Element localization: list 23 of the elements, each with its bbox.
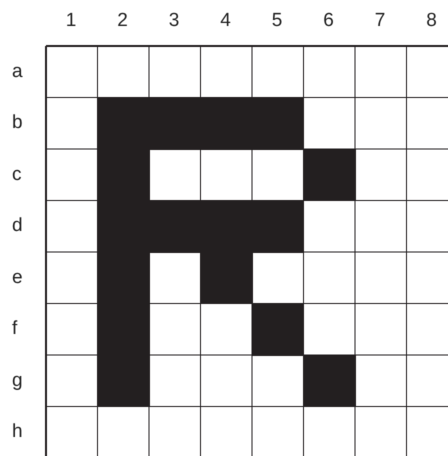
row-letter: c xyxy=(12,164,22,186)
column-number: 5 xyxy=(272,10,282,32)
row-letter: f xyxy=(12,318,18,340)
row-letter: h xyxy=(12,421,23,444)
filled-square xyxy=(200,252,252,304)
column-number: 8 xyxy=(426,10,437,32)
column-number: 1 xyxy=(66,10,76,32)
row-letter: e xyxy=(12,266,23,289)
row-letter: d xyxy=(12,215,23,238)
column-number: 4 xyxy=(220,10,231,32)
row-letter: b xyxy=(12,112,23,134)
filled-square xyxy=(304,355,356,407)
filled-square xyxy=(252,200,304,252)
filled-square xyxy=(98,355,150,407)
filled-square xyxy=(252,304,304,356)
filled-square xyxy=(304,149,356,201)
filled-square xyxy=(252,98,304,150)
column-number: 6 xyxy=(323,10,334,32)
column-number: 2 xyxy=(117,10,128,32)
column-number: 3 xyxy=(168,10,180,32)
row-letter: a xyxy=(12,60,23,83)
column-number: 7 xyxy=(374,10,386,32)
row-letter: g xyxy=(12,370,23,392)
